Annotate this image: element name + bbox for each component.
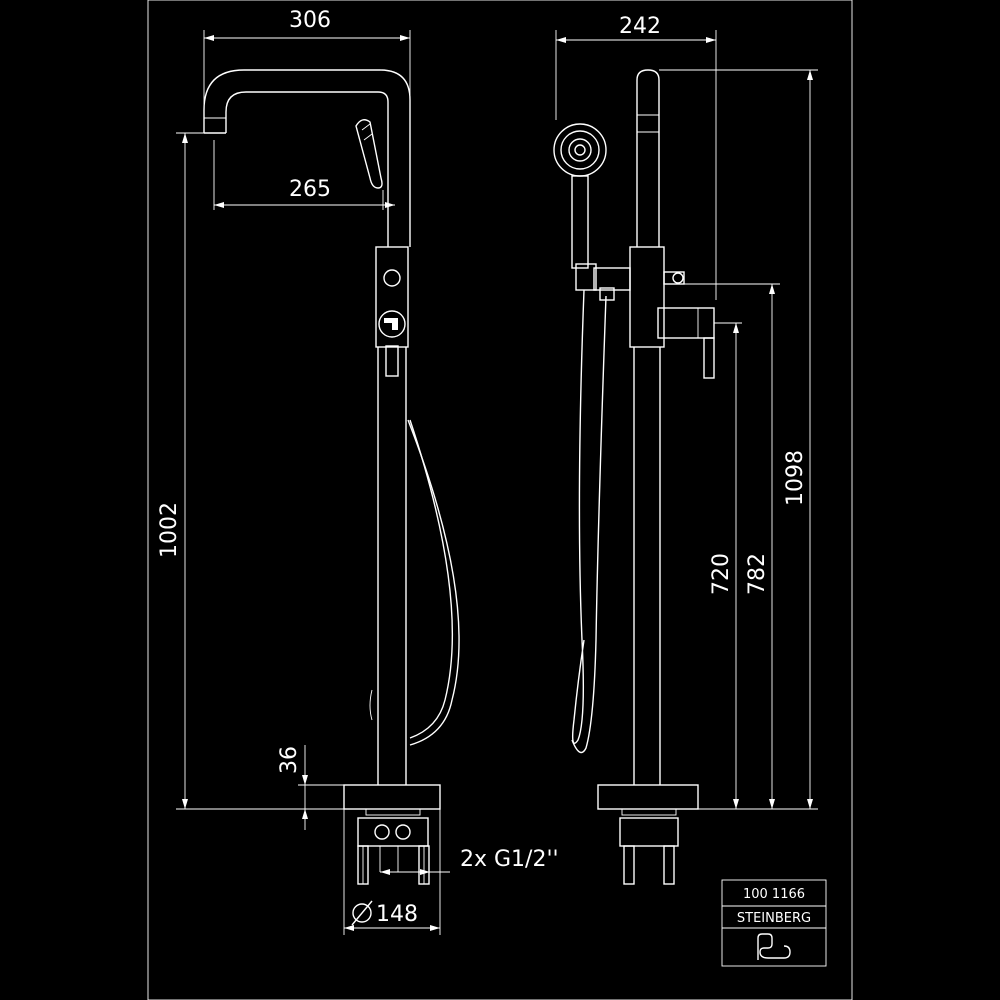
side-lever [657, 307, 715, 339]
dim-36: 36 [277, 746, 302, 774]
side-holder [593, 267, 631, 291]
front-mixer-body [375, 246, 409, 348]
dim-306: 306 [289, 8, 331, 33]
side-base [597, 784, 699, 810]
side-connection-block [619, 817, 679, 847]
dim-1002: 1002 [157, 502, 182, 558]
brand-name: STEINBERG [737, 911, 811, 926]
side-view [553, 69, 715, 885]
diameter-symbol [351, 900, 373, 926]
front-base [343, 784, 441, 810]
front-lever [385, 345, 399, 377]
dimension-lines [176, 30, 818, 935]
side-hose [571, 289, 585, 744]
title-block [721, 879, 827, 967]
dim-720: 720 [709, 553, 734, 595]
front-spout [203, 69, 411, 247]
side-shower-head [553, 123, 607, 177]
dim-connections: 2x G1/2'' [460, 847, 559, 872]
dim-1098: 1098 [783, 450, 808, 506]
article-number: 100 1166 [743, 887, 805, 902]
dim-148: 148 [376, 902, 418, 927]
front-hand-shower [355, 119, 383, 189]
drawing-frame [147, 0, 853, 1000]
dim-782: 782 [745, 553, 770, 595]
dim-265: 265 [289, 177, 331, 202]
brand-logo-icon [757, 933, 791, 960]
dim-242: 242 [619, 14, 661, 39]
front-connection-block [357, 817, 429, 847]
front-diverter-knob [383, 269, 401, 287]
front-hose [407, 419, 460, 746]
side-mixer-body [629, 246, 665, 348]
side-spout-column [636, 69, 660, 247]
front-view [203, 69, 460, 885]
front-lever-hub [378, 310, 406, 338]
